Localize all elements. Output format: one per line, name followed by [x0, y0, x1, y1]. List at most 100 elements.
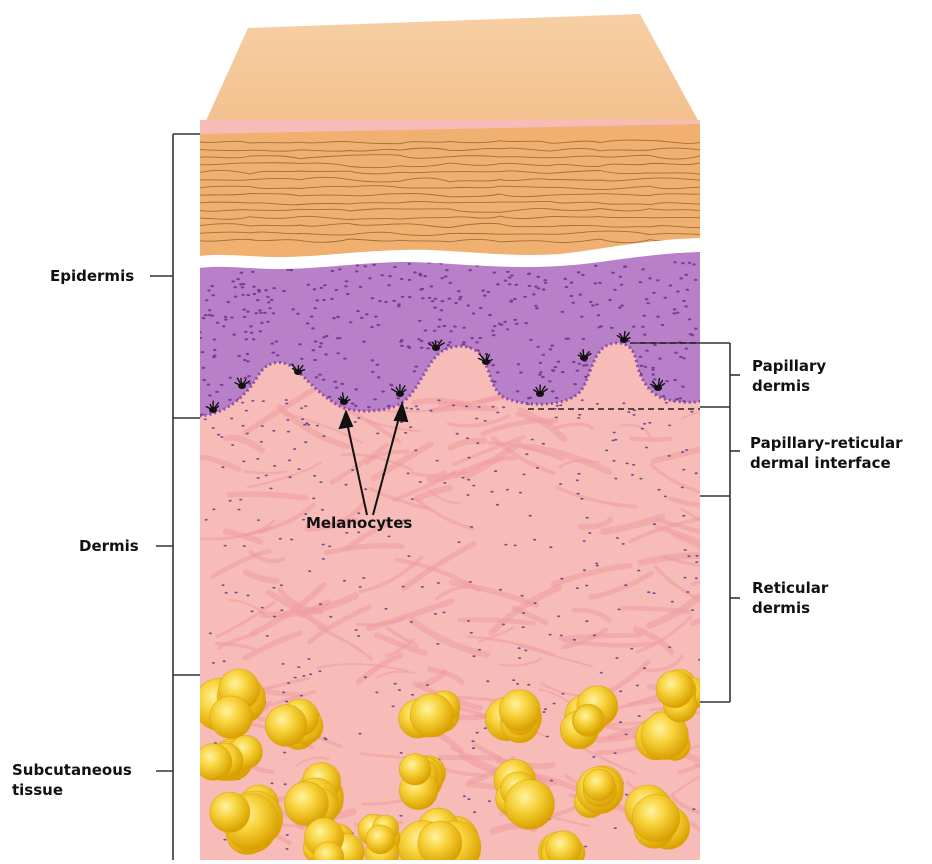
- epidermis-cell-dot: [651, 369, 655, 371]
- epidermis-cell-dot: [682, 300, 686, 302]
- dermis-cell-dot: [241, 402, 244, 404]
- epidermis-cell-dot: [582, 338, 586, 340]
- dermis-cell-dot: [266, 635, 269, 637]
- epidermis-cell-dot: [658, 358, 662, 360]
- dermis-cell-dot: [488, 800, 491, 802]
- epidermis-cell-dot: [462, 341, 466, 343]
- dermis-cell-dot: [461, 477, 464, 479]
- epidermis-cell-dot: [557, 361, 561, 363]
- epidermis-cell-dot: [376, 364, 380, 366]
- epidermis-cell-dot: [542, 354, 546, 356]
- dermis-cell-dot: [229, 500, 232, 502]
- dermis-cell-dot: [286, 419, 289, 421]
- dermis-cell-dot: [664, 496, 667, 498]
- epidermis-cell-dot: [551, 390, 555, 392]
- dermis-cell-dot: [491, 491, 494, 493]
- epidermis-cell-dot: [454, 302, 458, 304]
- epidermis-cell-dot: [669, 284, 673, 286]
- dermis-cell-dot: [304, 441, 307, 443]
- epidermis-cell-dot: [335, 387, 339, 389]
- epidermis-cell-dot: [421, 297, 425, 299]
- epidermis-cell-dot: [580, 316, 584, 318]
- epidermis-cell-dot: [426, 347, 430, 349]
- epidermis-cell-dot: [387, 284, 391, 286]
- dermis-cell-dot: [322, 435, 325, 437]
- epidermis-cell-dot: [574, 383, 578, 385]
- dermis-cell-dot: [436, 460, 439, 462]
- epidermis-cell-dot: [234, 296, 238, 298]
- dermis-cell-dot: [246, 433, 249, 435]
- dermis-cell-dot: [312, 498, 315, 500]
- epidermis-cell-dot: [397, 303, 401, 305]
- epidermis-cell-dot: [448, 298, 452, 300]
- epidermis-cell-dot: [222, 325, 226, 327]
- epidermis-cell-dot: [684, 305, 688, 307]
- epidermis-cell-dot: [231, 280, 235, 282]
- dermis-cell-dot: [576, 587, 579, 589]
- dermis-cell-dot: [549, 546, 552, 548]
- dermis-cell-dot: [260, 441, 263, 443]
- epidermis-cell-dot: [252, 286, 256, 288]
- epidermis-cell-dot: [272, 312, 276, 314]
- epidermis-cell-dot: [648, 277, 652, 279]
- epidermis-cell-dot: [371, 371, 375, 373]
- epidermis-cell-dot: [312, 349, 316, 351]
- dermis-cell-dot: [631, 474, 634, 476]
- dermis-cell-dot: [613, 432, 616, 434]
- epidermis-cell-dot: [537, 276, 541, 278]
- dermis-cell-dot: [398, 689, 401, 691]
- epidermis-cell-dot: [259, 330, 263, 332]
- epidermis-cell-dot: [270, 299, 274, 301]
- epidermis-cell-dot: [493, 272, 497, 274]
- dermis-cell-dot: [319, 603, 322, 605]
- epidermis-cell-dot: [434, 298, 438, 300]
- epidermis-cell-dot: [320, 342, 324, 344]
- dermis-cell-dot: [630, 648, 633, 650]
- epidermis-cell-dot: [447, 344, 451, 346]
- dermis-cell-dot: [301, 418, 304, 420]
- dermis-cell-dot: [553, 703, 556, 705]
- epidermis-cell-dot: [597, 326, 601, 328]
- dermis-cell-dot: [362, 577, 365, 579]
- epidermis-cell-dot: [318, 374, 322, 376]
- dermis-fiber: [696, 765, 750, 775]
- dermis-cell-dot: [290, 539, 293, 541]
- dermis-cell-dot: [653, 523, 656, 525]
- epidermis-cell-dot: [430, 285, 434, 287]
- dermis-cell-dot: [285, 403, 288, 405]
- epidermis-cell-dot: [472, 312, 476, 314]
- dermis-cell-dot: [313, 475, 316, 477]
- interface-label: Papillary-reticular dermal interface: [750, 433, 903, 473]
- epidermis-cell-dot: [478, 337, 482, 339]
- dermis-cell-dot: [561, 693, 564, 695]
- epidermis-cell-dot: [408, 296, 412, 298]
- dermis-cell-dot: [359, 586, 362, 588]
- dermis-cell-dot: [467, 479, 470, 481]
- epidermis-cell-dot: [611, 272, 615, 274]
- epidermis-cell-dot: [236, 278, 240, 280]
- dermis-fiber: [631, 439, 671, 440]
- epidermis-cell-dot: [513, 298, 517, 300]
- epidermis-cell-dot: [389, 384, 393, 386]
- fat-cell: [632, 795, 679, 842]
- epidermis-cell-dot: [380, 274, 384, 276]
- dermis-cell-dot: [376, 433, 379, 435]
- dermis-cell-dot: [625, 794, 628, 796]
- dermis-cell-dot: [592, 756, 595, 758]
- dermis-cell-dot: [581, 399, 584, 401]
- epidermis-cell-dot: [413, 271, 417, 273]
- epidermis-cell-dot: [420, 347, 424, 349]
- epidermis-cell-dot: [440, 277, 444, 279]
- dermis-cell-dot: [522, 474, 525, 476]
- epidermis-cell-dot: [344, 285, 348, 287]
- epidermis-cell-dot: [243, 316, 247, 318]
- dermis-cell-dot: [322, 544, 325, 546]
- epidermis-cell-dot: [360, 317, 364, 319]
- epidermis-cell-dot: [370, 326, 374, 328]
- dermis-cell-dot: [698, 659, 701, 661]
- dermis-cell-dot: [470, 632, 473, 634]
- epidermis-cell-dot: [641, 268, 645, 270]
- dermis-cell-dot: [583, 540, 586, 542]
- epidermis-cell-dot: [332, 317, 336, 319]
